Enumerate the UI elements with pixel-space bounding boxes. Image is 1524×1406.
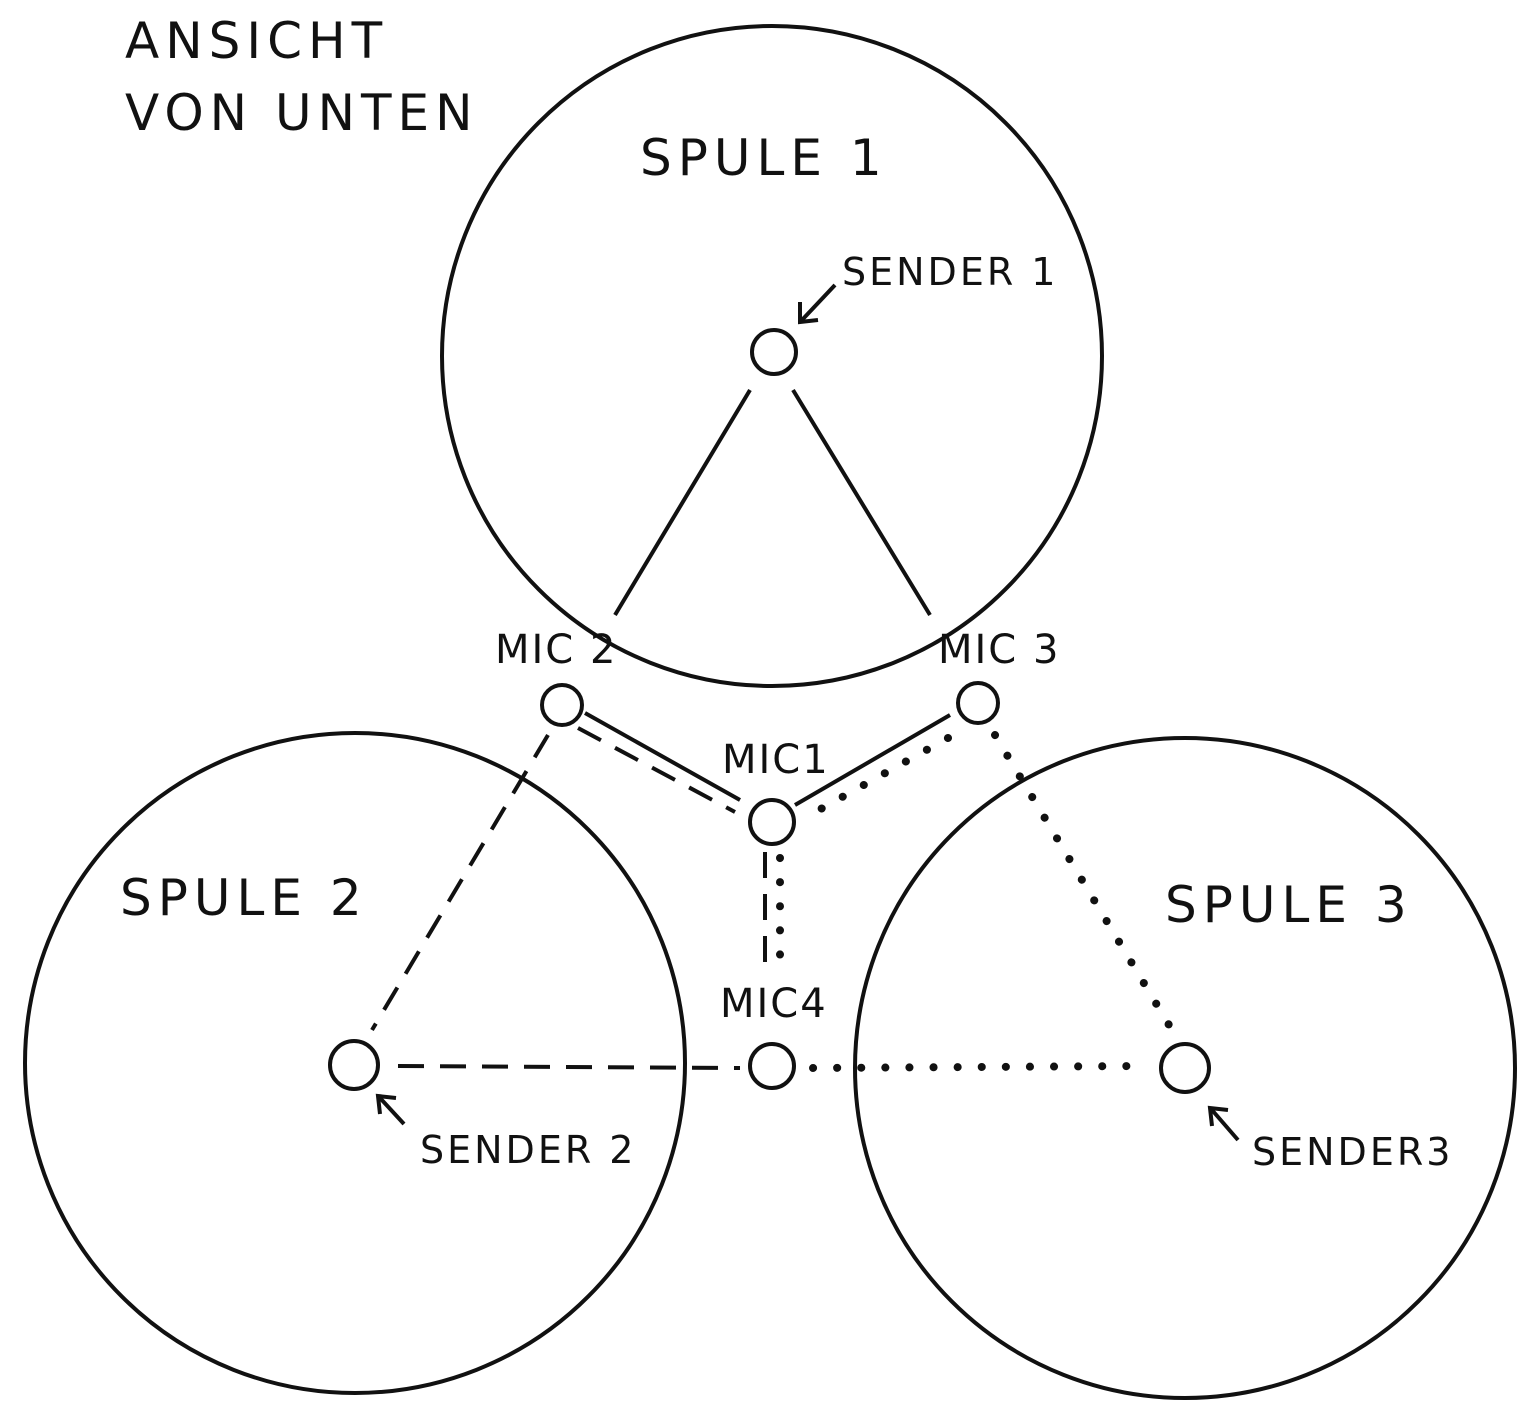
- mic-1-label: MIC1: [722, 737, 830, 783]
- mic-2-node: [540, 683, 584, 727]
- sender-1-node: [750, 328, 798, 376]
- line-sender2-mic4: [397, 1064, 741, 1070]
- mic-1-node: [748, 798, 796, 846]
- sender-3-label: SENDER3: [1252, 1130, 1453, 1174]
- sender-3-node: [1159, 1042, 1211, 1094]
- sender-1-arrow: [798, 283, 837, 325]
- mic-4-node: [748, 1042, 796, 1090]
- sender-3-arrow: [1207, 1105, 1240, 1142]
- coil-3-label: SPULE 3: [1165, 876, 1413, 934]
- line-mic3-mic1-solid: [793, 713, 952, 807]
- view-title-line1: ANSICHT: [125, 12, 388, 70]
- line-mic2-mic1: [577, 726, 736, 814]
- sender-2-label: SENDER 2: [420, 1128, 637, 1172]
- mic-3-node: [956, 681, 1000, 725]
- coil-1-circle: [440, 24, 1104, 688]
- sender-2-arrow: [375, 1093, 406, 1126]
- line-sender1-mic3: [791, 388, 932, 617]
- mic-3-label: MIC 3: [938, 627, 1060, 673]
- coil-1-label: SPULE 1: [640, 129, 888, 187]
- coil-3-circle: [853, 736, 1517, 1400]
- line-mic4-sender3: [809, 1062, 1147, 1072]
- sender-2-node: [328, 1039, 380, 1091]
- view-title-line2: VON UNTEN: [125, 84, 479, 142]
- sender-1-label: SENDER 1: [842, 250, 1059, 294]
- line-sender1-mic2: [613, 388, 752, 617]
- line-mic3-mic1-dotted: [806, 734, 952, 819]
- coil-2-circle: [23, 731, 687, 1395]
- mic-2-label: MIC 2: [495, 627, 617, 673]
- line-mic2-mic1-solid: [584, 711, 741, 802]
- line-mic3-sender3: [991, 731, 1176, 1034]
- mic-4-label: MIC4: [720, 981, 828, 1027]
- coil-2-label: SPULE 2: [120, 869, 368, 927]
- line-mic2-sender2: [370, 733, 550, 1032]
